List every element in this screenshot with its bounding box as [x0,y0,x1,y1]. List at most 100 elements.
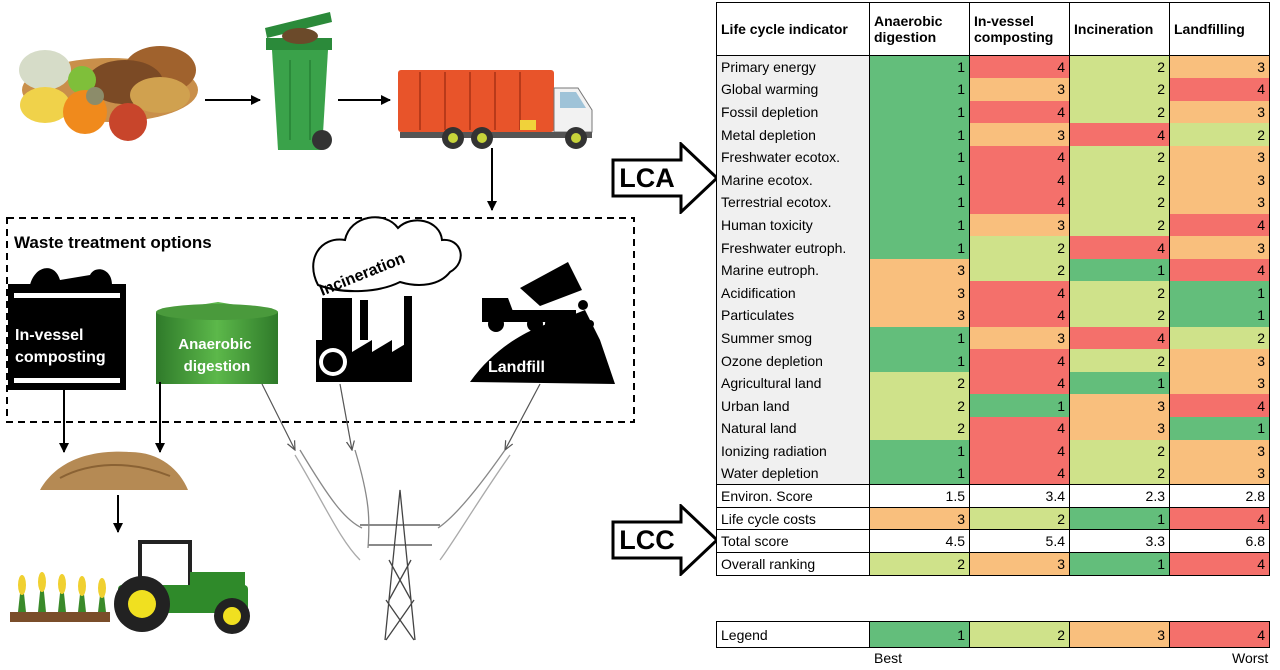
rank-cell: 2 [869,552,970,576]
rank-cell: 4 [1169,394,1270,417]
legend-swatch: 4 [1169,621,1270,648]
rank-cell: 2 [1169,123,1270,146]
treatment-box-title: Waste treatment options [14,233,212,252]
rank-cell: 2 [1169,326,1270,350]
crops-icon [10,572,110,622]
rank-cell: 3 [1169,462,1270,486]
legend-swatch: 1 [869,621,970,648]
rank-cell: 4 [969,168,1070,192]
rank-cell: 4 [969,281,1070,305]
digestion-label: Anaerobic digestion [178,336,256,375]
incinerator-factory-icon: Incineration [312,216,462,382]
rank-cell: 2 [1069,145,1170,169]
rank-cell: 1 [869,236,970,259]
indicator-label: Marine ecotox. [716,168,870,192]
dump-truck-icon: Landfill [470,262,615,384]
rank-cell: 1 [869,213,970,237]
rank-cell: 4 [969,349,1070,372]
header-indicator: Life cycle indicator [716,2,870,56]
rank-cell: 3 [969,326,1070,350]
indicator-label: Primary energy [716,55,870,79]
indicator-label: Acidification [716,281,870,305]
rank-cell: 1 [969,394,1070,417]
rank-cell: 3 [969,123,1070,146]
legend-swatch: 3 [1069,621,1170,648]
rank-cell: 3.4 [969,484,1070,508]
rank-cell: 4 [969,439,1070,463]
rank-cell: 2 [969,506,1070,531]
rank-cell: 4 [969,145,1070,169]
indicator-label: Marine eutroph. [716,258,870,282]
rank-cell: 2 [969,258,1070,282]
rank-cell: 2.3 [1069,484,1170,508]
legend-worst: Worst [1232,650,1269,666]
energy-arrow [339,383,352,450]
indicator-label: Fossil depletion [716,100,870,124]
indicator-label: Natural land [716,417,870,440]
rank-cell: 3 [1169,145,1270,169]
rank-cell: 3 [1169,168,1270,192]
rank-cell: 1 [869,100,970,124]
legend-best: Best [874,650,903,666]
rank-cell: 4 [969,100,1070,124]
rank-cell: 2 [1069,213,1170,237]
rank-cell: 1 [869,326,970,350]
rank-cell: 2 [1069,55,1170,79]
rank-cell: 4 [1169,552,1270,576]
rank-cell: 1 [869,349,970,372]
rank-cell: 1 [1169,417,1270,440]
rank-cell: 4 [969,462,1070,486]
treatment-options-box [6,217,635,423]
rank-cell: 3 [1169,236,1270,259]
compost-heap-icon [40,451,188,490]
rank-cell: 1 [1069,371,1170,395]
rank-cell: 2 [869,394,970,417]
energy-arrow [261,383,295,450]
indicator-label: Ionizing radiation [716,439,870,463]
rank-cell: 4 [969,304,1070,327]
indicator-label: Life cycle costs [716,506,870,531]
rank-cell: 2 [1069,100,1170,124]
rank-cell: 1 [1069,258,1170,282]
rank-cell: 4 [969,417,1070,440]
rank-cell: 4 [1069,123,1170,146]
rank-cell: 1 [869,123,970,146]
rank-cell: 2 [1069,281,1170,305]
indicator-label: Agricultural land [716,371,870,395]
rank-cell: 4.5 [869,529,970,554]
rank-cell: 3 [869,281,970,305]
legend-swatch: 2 [969,621,1070,648]
rank-cell: 3 [969,78,1070,101]
compost-bin-icon: In-vessel composting [8,268,126,390]
rank-cell: 1 [869,55,970,79]
rank-cell: 2 [969,236,1070,259]
rank-cell: 2 [1069,191,1170,214]
rank-cell: 2 [1069,439,1170,463]
landfill-label: Landfill [488,359,545,376]
rank-cell: 3 [1169,191,1270,214]
rank-cell: 1 [869,191,970,214]
indicator-label: Terrestrial ecotox. [716,191,870,214]
rank-cell: 2 [1069,304,1170,327]
rank-cell: 1 [1169,281,1270,305]
rank-cell: 5.4 [969,529,1070,554]
rank-cell: 2 [1069,168,1170,192]
rank-cell: 4 [1069,326,1170,350]
indicator-label: Urban land [716,394,870,417]
tractor-icon [114,540,250,634]
